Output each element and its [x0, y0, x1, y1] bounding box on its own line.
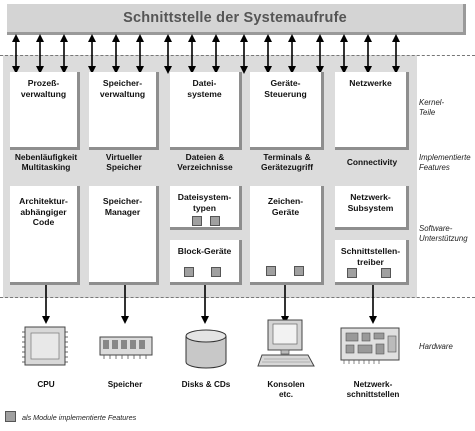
module-square — [192, 216, 202, 226]
software-label-arch: Architektur- abhängiger Code — [19, 196, 68, 227]
software-box-char-devices: Zeichen- Geräte — [250, 186, 324, 285]
hardware-label-network: Netzwerk- schnittstellen — [346, 380, 400, 399]
software-box-iface-drivers: Schnittstellen- treiber — [335, 240, 409, 285]
side-label-features: Implementierte Features — [419, 153, 471, 172]
kernel-box-process: Prozeß- verwaltung — [10, 72, 80, 150]
cpu-chip-icon — [22, 326, 68, 366]
module-square — [294, 266, 304, 276]
module-square — [347, 268, 357, 278]
side-label-kernel: Kernel- Teile — [419, 98, 445, 117]
side-label-software: Software- Unterstützung — [419, 224, 468, 243]
feature-multitasking: Nebenläufigkeit Multitasking — [14, 152, 78, 172]
software-label-fs-types: Dateisystem- typen — [177, 192, 232, 213]
software-label-block-devices: Block-Geräte — [177, 246, 232, 256]
console-terminal-icon — [257, 319, 315, 367]
software-box-fs-types: Dateisystem- typen — [170, 186, 242, 230]
software-label-char-devices: Zeichen- Geräte — [267, 196, 304, 217]
module-square — [184, 267, 194, 277]
legend-text: als Module implementierte Features — [22, 413, 137, 422]
kernel-label-process: Prozeß- verwaltung — [20, 78, 67, 99]
module-square — [266, 266, 276, 276]
software-label-iface-drivers: Schnittstellen- treiber — [340, 246, 401, 267]
hardware-label-disks: Disks & CDs — [181, 380, 231, 389]
memory-module-icon — [99, 336, 153, 359]
kernel-box-filesystems: Datei- systeme — [170, 72, 242, 150]
feature-connectivity: Connectivity — [346, 157, 398, 167]
hardware-label-cpu: CPU — [37, 380, 55, 389]
feature-files: Dateien & Verzeichnisse — [177, 152, 233, 172]
hardware-label-memory: Speicher — [107, 380, 143, 389]
kernel-label-filesystems: Datei- systeme — [187, 78, 222, 99]
module-square — [381, 268, 391, 278]
syscall-interface-bar: Schnittstelle der Systemaufrufe — [7, 4, 466, 35]
disk-cylinder-icon — [185, 329, 227, 369]
kernel-label-memory: Speicher- verwaltung — [99, 78, 146, 99]
kernel-label-devices: Geräte- Steuerung — [264, 78, 307, 99]
feature-virtual-memory: Virtueller Speicher — [105, 152, 143, 172]
kernel-box-devices: Geräte- Steuerung — [250, 72, 324, 150]
software-box-block-devices: Block-Geräte — [170, 240, 242, 285]
side-label-hardware: Hardware — [419, 342, 453, 351]
kernel-label-network: Netzwerke — [349, 78, 392, 88]
module-square — [211, 267, 221, 277]
software-label-net-subsystem: Netzwerk- Subsystem — [347, 192, 394, 213]
software-box-arch: Architektur- abhängiger Code — [10, 186, 80, 285]
software-label-memory-manager: Speicher- Manager — [102, 196, 143, 217]
network-card-icon — [340, 327, 400, 364]
kernel-top-boundary — [0, 55, 475, 56]
software-box-memory-manager: Speicher- Manager — [89, 186, 159, 285]
legend-module-square — [5, 411, 16, 422]
kernel-box-memory: Speicher- verwaltung — [89, 72, 159, 150]
kernel-bottom-boundary — [0, 297, 475, 298]
module-square — [210, 216, 220, 226]
software-box-net-subsystem: Netzwerk- Subsystem — [335, 186, 409, 230]
kernel-box-network: Netzwerke — [335, 72, 409, 150]
hardware-label-console: Konsolen etc. — [267, 380, 305, 399]
feature-terminals: Terminals & Gerätezugriff — [260, 152, 314, 172]
